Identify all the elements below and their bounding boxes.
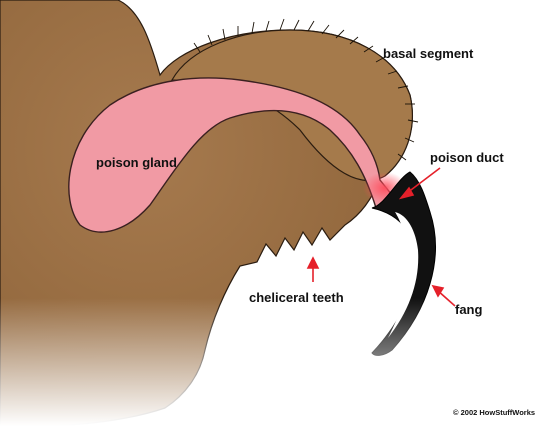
label-cheliceral-teeth: cheliceral teeth xyxy=(249,290,344,305)
label-fang: fang xyxy=(455,302,482,317)
copyright-credit: © 2002 HowStuffWorks xyxy=(453,408,535,417)
label-poison-duct: poison duct xyxy=(430,150,504,165)
label-basal-segment: basal segment xyxy=(383,46,473,61)
label-poison-gland: poison gland xyxy=(96,155,177,170)
